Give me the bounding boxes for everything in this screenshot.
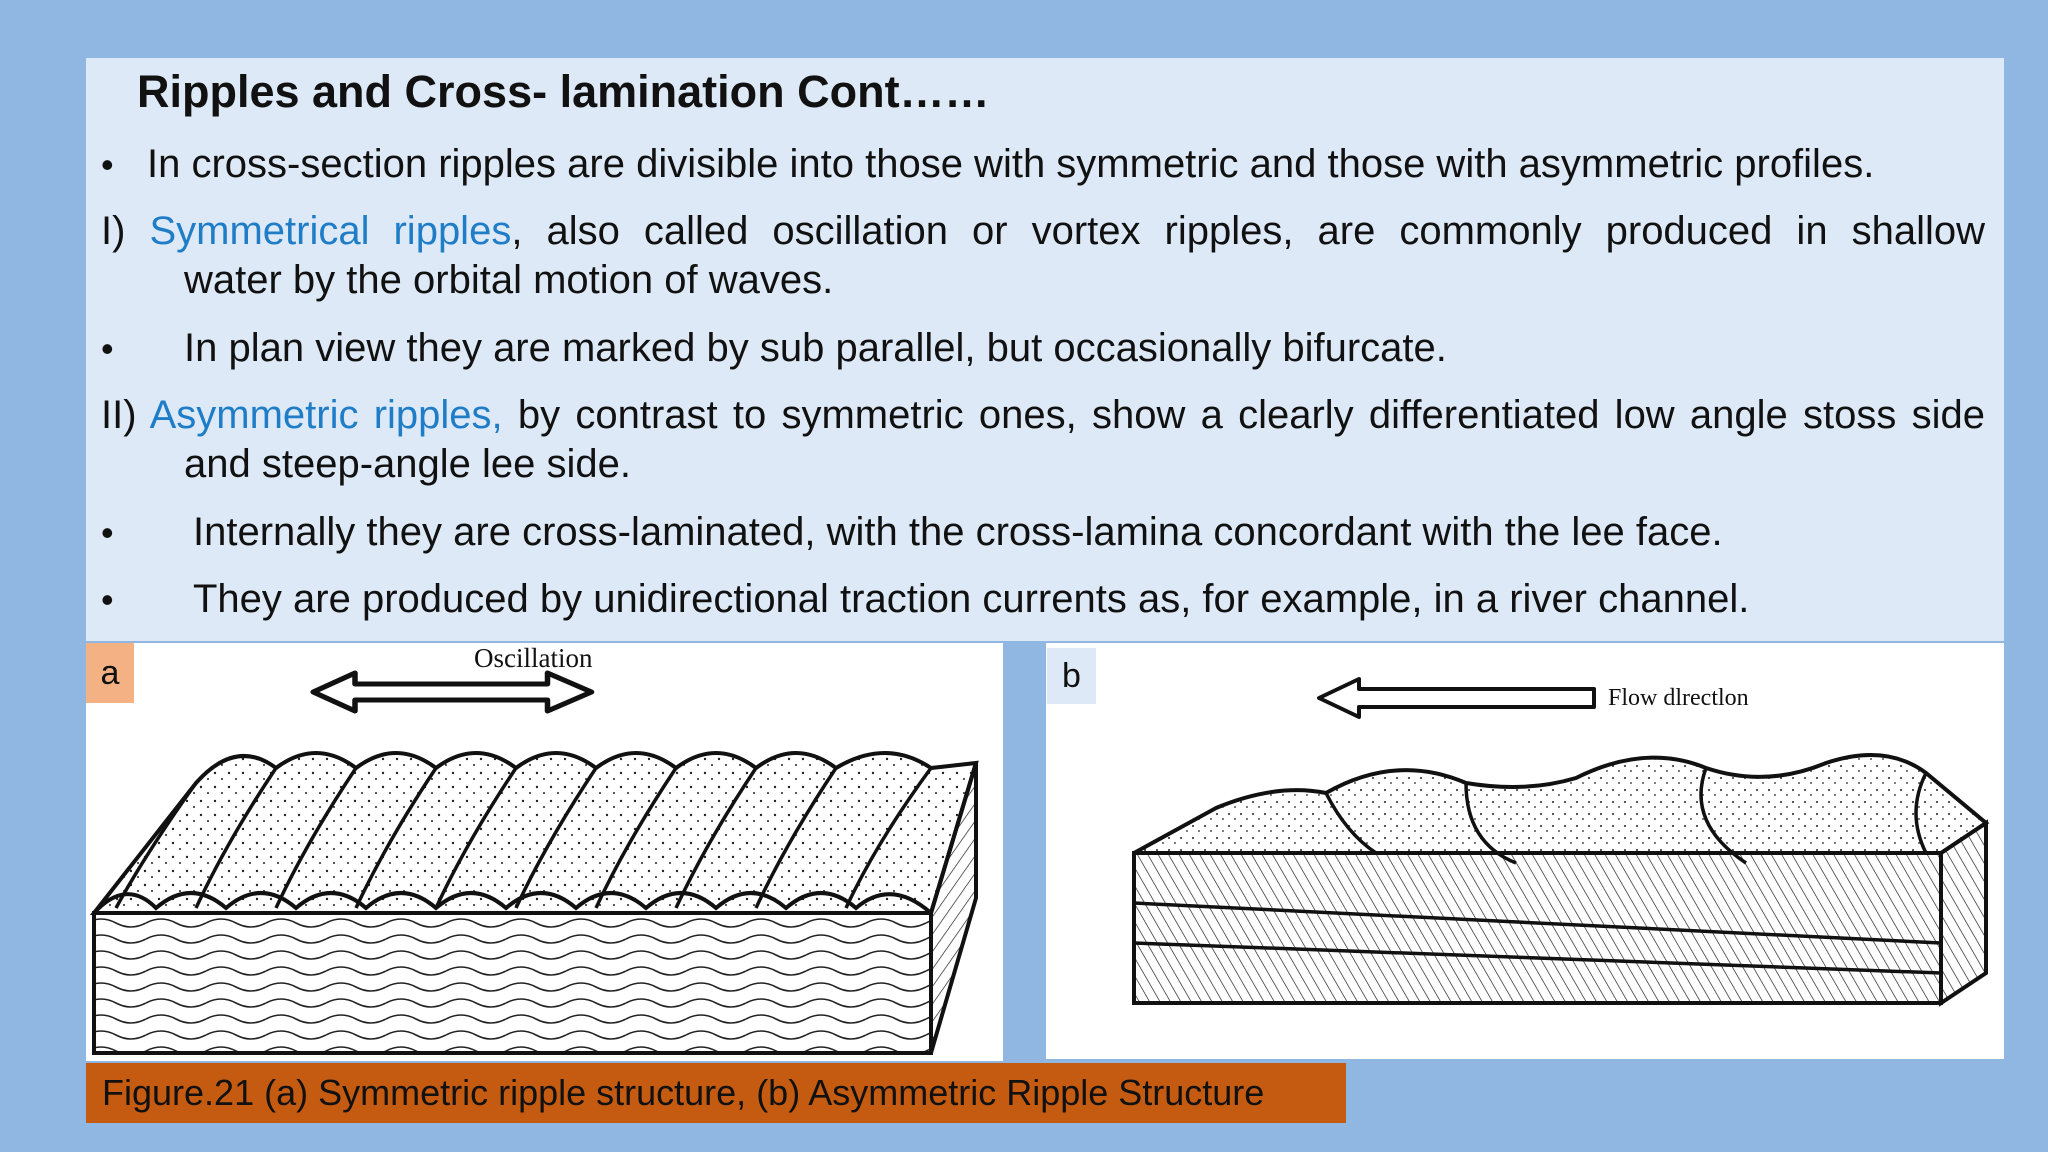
panel-a-tag: a bbox=[86, 643, 134, 703]
bullet-icon: • bbox=[101, 579, 114, 620]
figure-panel-a: a Oscillation bbox=[86, 643, 1003, 1061]
section2-line2: and steep-angle lee side. bbox=[184, 442, 631, 486]
ripple-surface bbox=[89, 751, 979, 915]
plan-view-text: In plan view they are marked by sub para… bbox=[184, 326, 1447, 370]
section1-prefix: I) bbox=[101, 209, 126, 253]
bullet-icon: • bbox=[101, 512, 114, 553]
panel-b-tag: b bbox=[1047, 648, 1096, 704]
traction-currents-text: They are produced by unidirectional trac… bbox=[193, 577, 1750, 621]
asymmetric-ripples-term: Asymmetric ripples, bbox=[149, 393, 503, 437]
section2-line1: II) Asymmetric ripples, by contrast to s… bbox=[101, 393, 1985, 438]
panel-a-letter: a bbox=[100, 653, 120, 692]
intro-text: In cross-section ripples are divisible i… bbox=[147, 142, 1875, 186]
symmetric-ripple-diagram bbox=[89, 670, 979, 1055]
ripple-surface bbox=[1133, 753, 1990, 855]
section2-prefix: II) bbox=[101, 393, 137, 437]
section1-line1: I) Symmetrical ripples, also called osci… bbox=[101, 209, 1985, 254]
text-box bbox=[86, 58, 2004, 641]
flow-direction-arrow-icon bbox=[1317, 677, 1596, 719]
section2-line1-rest: by contrast to symmetric ones, show a cl… bbox=[517, 393, 1985, 437]
symmetrical-ripples-term: Symmetrical ripples bbox=[149, 209, 512, 253]
figure-panel-b: b Flow dlrectlon bbox=[1046, 643, 2004, 1059]
oscillation-double-arrow-icon bbox=[310, 670, 595, 714]
cross-laminated-text: Internally they are cross-laminated, wit… bbox=[193, 510, 1723, 554]
slide-title: Ripples and Cross- lamination Cont…… bbox=[137, 66, 990, 117]
panel-b-letter: b bbox=[1062, 656, 1081, 695]
flow-direction-label: Flow dlrectlon bbox=[1608, 685, 1749, 711]
bullet-icon: • bbox=[101, 328, 114, 369]
section1-line2: water by the orbital motion of waves. bbox=[184, 258, 834, 302]
bullet-icon: • bbox=[101, 144, 114, 185]
front-face bbox=[92, 911, 933, 1055]
figure-caption: Figure.21 (a) Symmetric ripple structure… bbox=[86, 1063, 1346, 1123]
front-face bbox=[1132, 851, 1943, 1005]
section1-line1-rest: , also called oscillation or vortex ripp… bbox=[511, 209, 1985, 253]
asymmetric-ripple-diagram bbox=[1132, 677, 1990, 1007]
oscillation-label: Oscillation bbox=[474, 643, 593, 673]
